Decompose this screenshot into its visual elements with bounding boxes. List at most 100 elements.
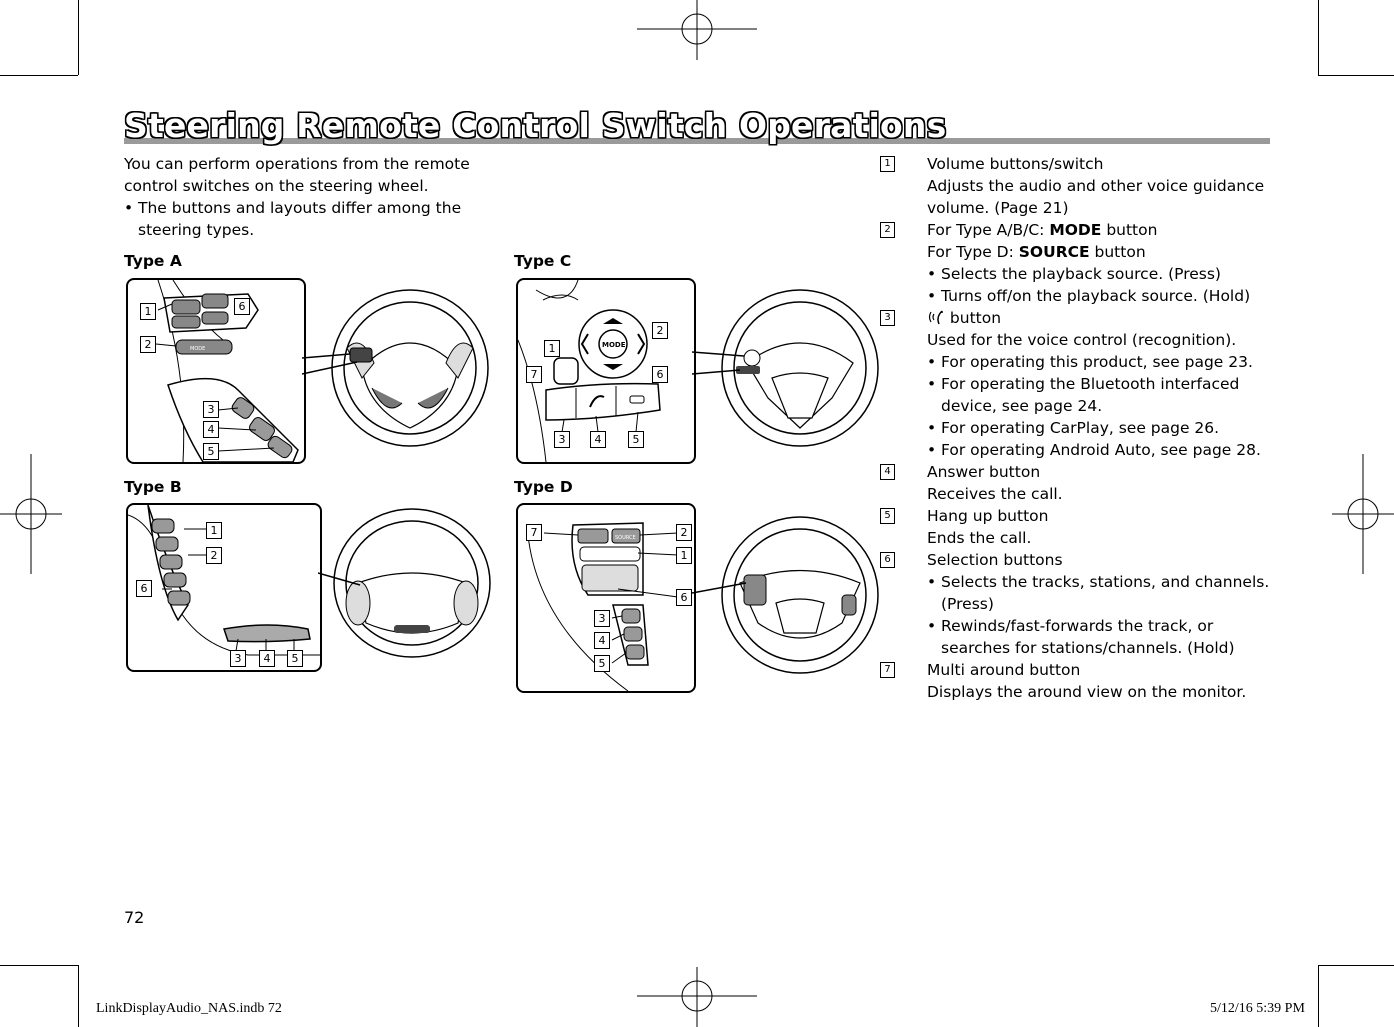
type-c-closeup-panel: MODE 2 1 7 6 3 4 5 [516,278,696,464]
type-d-switch-drawing: SOURCE [527,522,679,691]
footer-file-name: LinkDisplayAudio_NAS.indb 72 [96,1001,282,1016]
item-1-title: Volume buttons/switch [927,155,1104,173]
item-7-title: Multi around button [927,661,1081,679]
intro-text: You can perform operations from the remo… [124,153,484,241]
item-1: 1 Volume buttons/switch Adjusts the audi… [880,153,1275,219]
type-c-callout-2: 2 [652,322,668,339]
item-7-line: Displays the around view on the monitor. [927,683,1247,701]
type-b-callout-1: 1 [206,522,222,539]
item-2: 2 For Type A/B/C: MODE button For Type D… [880,219,1275,307]
type-d-callout-3: 3 [594,610,610,627]
crop-mark-bl-h [0,965,78,966]
item-2-line2: For Type D: SOURCE button [927,243,1146,261]
item-5: 5 Hang up button Ends the call. [880,505,1275,549]
type-b-closeup-panel: 1 2 6 3 4 5 [126,503,322,672]
type-a-callout-3: 3 [203,401,219,418]
item-2-sub-1: Selects the playback source. (Press) [927,263,1275,285]
item-number-1: 1 [880,156,895,172]
item-4: 4 Answer button Receives the call. [880,461,1275,505]
type-d-callout-5: 5 [594,655,610,672]
item-6-sub-1: Selects the tracks, stations, and channe… [927,571,1275,615]
page-title: Steering Remote Control Switch Operation… [124,106,947,145]
item-3-title: button [927,307,1275,329]
item-number-7: 7 [880,662,895,678]
type-d-closeup-panel: SOURCE 7 2 1 6 3 4 5 [516,503,696,693]
type-a-callout-4: 4 [203,421,219,438]
type-d-callout-2: 2 [676,524,692,541]
item-6-sub-2: Rewinds/fast-forwards the track, or sear… [927,615,1275,659]
registration-mark-bottom [637,967,757,1027]
type-d-steering-wheel [692,516,879,674]
crop-mark-tr-h [1318,75,1394,76]
item-5-title: Hang up button [927,507,1049,525]
voice-icon [928,310,943,325]
type-c-callout-6: 6 [652,366,668,383]
item-5-line: Ends the call. [927,529,1032,547]
type-a-callout-1: 1 [140,303,156,320]
type-b-label: Type B [124,478,182,496]
type-d-callout-6: 6 [676,589,692,606]
type-c-label: Type C [514,252,572,270]
item-number-5: 5 [880,508,895,524]
item-4-title: Answer button [927,463,1041,481]
type-d-source-text: SOURCE [615,535,636,541]
type-a-closeup-panel: MODE 1 6 2 3 4 5 [126,278,306,464]
description-list: 1 Volume buttons/switch Adjusts the audi… [880,153,1275,703]
crop-mark-br-v [1318,965,1319,1027]
type-c-steering-wheel [692,289,879,447]
crop-mark-bl-v [78,965,79,1027]
type-a-callout-5: 5 [203,443,219,460]
crop-mark-tl-h [0,75,78,76]
item-number-3: 3 [880,310,895,326]
footer-timestamp: 5/12/16 5:39 PM [1210,1001,1305,1016]
type-c-callout-4: 4 [590,431,606,448]
type-a-steering-wheel [302,289,489,447]
type-b-callout-3: 3 [230,650,246,667]
item-4-line: Receives the call. [927,485,1063,503]
registration-mark-left [0,454,62,574]
type-c-switch-drawing: MODE [518,280,661,462]
type-b-switch-drawing [128,505,320,656]
intro-bullet: The buttons and layouts differ among the… [124,197,484,241]
title-underline-bar [124,138,1270,144]
item-3-line: Used for the voice control (recognition)… [927,331,1237,349]
item-3-sub-3: For operating CarPlay, see page 26. [927,417,1275,439]
item-number-6: 6 [880,552,895,568]
item-3-sub-1: For operating this product, see page 23. [927,351,1275,373]
item-3: 3 button Used for the voice control (rec… [880,307,1275,461]
type-c-callout-5: 5 [628,431,644,448]
type-a-label: Type A [124,252,182,270]
type-a-callout-2: 2 [140,336,156,353]
type-d-callout-7: 7 [526,524,542,541]
crop-mark-tl-v [78,0,79,75]
registration-mark-top [637,0,757,60]
crop-mark-tr-v [1318,0,1319,75]
item-3-sub-2: For operating the Bluetooth interfaced d… [927,373,1275,417]
crop-mark-br-h [1318,965,1394,966]
item-6: 6 Selection buttons Selects the tracks, … [880,549,1275,659]
item-1-line: Adjusts the audio and other voice guidan… [927,177,1265,217]
item-number-4: 4 [880,464,895,480]
item-3-sub-4: For operating Android Auto, see page 28. [927,439,1275,461]
type-c-mode-text: MODE [602,341,626,349]
type-a-mode-text: MODE [190,346,205,352]
item-6-title: Selection buttons [927,551,1063,569]
item-2-title: For Type A/B/C: MODE button [927,221,1158,239]
type-d-callout-1: 1 [676,547,692,564]
type-d-label: Type D [514,478,573,496]
registration-mark-right [1332,454,1394,574]
item-number-2: 2 [880,222,895,238]
type-b-callout-2: 2 [206,547,222,564]
type-b-callout-4: 4 [259,650,275,667]
type-a-callout-6: 6 [234,298,250,315]
item-2-sub-2: Turns off/on the playback source. (Hold) [927,285,1275,307]
type-c-callout-1: 1 [544,340,560,357]
type-b-callout-6: 6 [136,580,152,597]
item-7: 7 Multi around button Displays the aroun… [880,659,1275,703]
type-c-callout-3: 3 [554,431,570,448]
type-b-steering-wheel [318,508,491,658]
type-d-callout-4: 4 [594,632,610,649]
page-number: 72 [124,908,145,927]
type-c-callout-7: 7 [526,366,542,383]
type-b-callout-5: 5 [287,650,303,667]
